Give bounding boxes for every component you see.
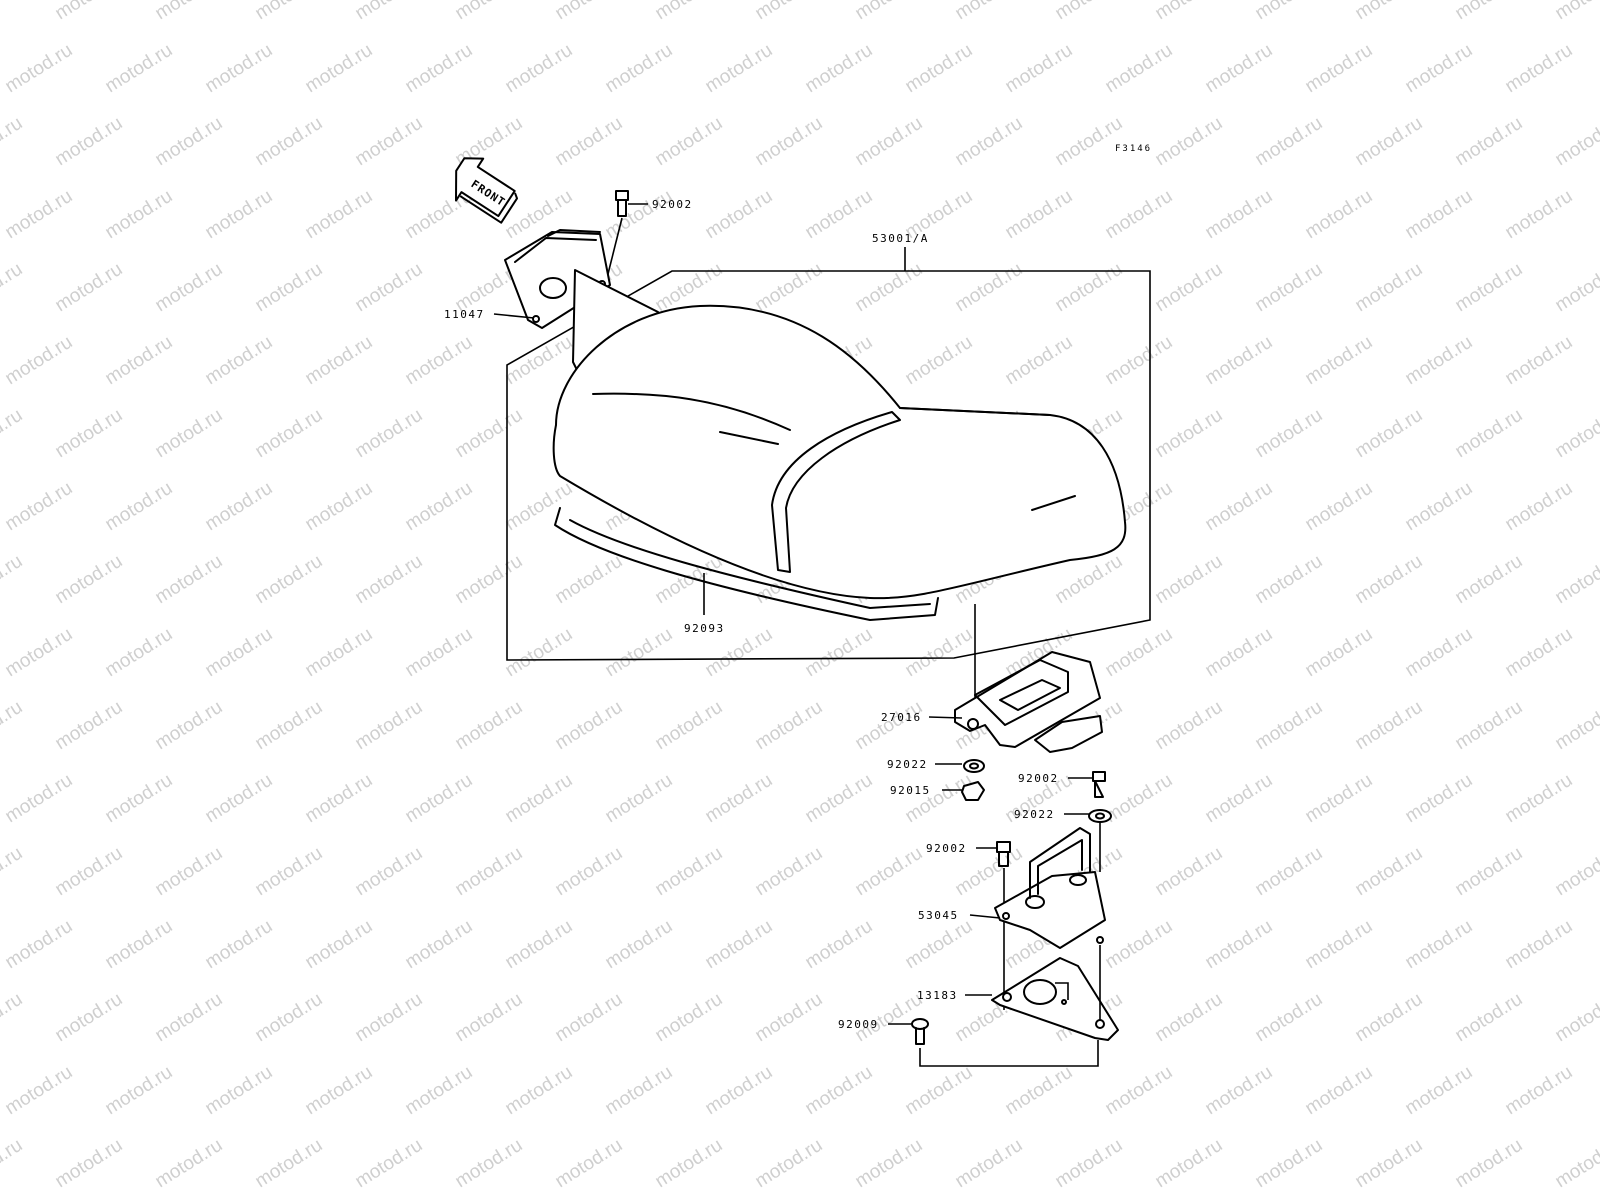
label-bolt-c: 92002: [926, 842, 967, 855]
seat-latch: [928, 604, 1103, 753]
label-hook: 53045: [918, 909, 959, 922]
label-nut: 92015: [890, 784, 931, 797]
washer-b: [1064, 809, 1112, 872]
bolt-c: [976, 841, 1011, 1010]
figure-ref: F3146: [1115, 144, 1152, 154]
label-latch: 27016: [881, 711, 922, 724]
screw: [888, 1018, 1099, 1067]
label-plate: 13183: [917, 989, 958, 1002]
seat-hook-bracket: [969, 827, 1106, 949]
seat-assembly-frame: [506, 247, 1151, 661]
washer-a: [935, 759, 985, 773]
label-bolt-top: 92002: [652, 198, 693, 211]
front-bracket: [493, 229, 611, 329]
label-bracket-front: 11047: [444, 308, 485, 321]
base-plate: [965, 945, 1119, 1041]
label-seat: 53001/A: [872, 232, 929, 245]
nut: [942, 781, 985, 801]
bolt-top: [603, 190, 648, 291]
label-bolt-b: 92002: [1018, 772, 1059, 785]
front-arrow-icon: FRONT: [454, 157, 518, 224]
label-washer-a: 92022: [887, 758, 928, 771]
label-trim: 92093: [684, 622, 725, 635]
bolt-b: [1068, 771, 1106, 798]
seat: [552, 269, 1127, 621]
label-washer-b: 92022: [1014, 808, 1055, 821]
label-screw: 92009: [838, 1018, 879, 1031]
